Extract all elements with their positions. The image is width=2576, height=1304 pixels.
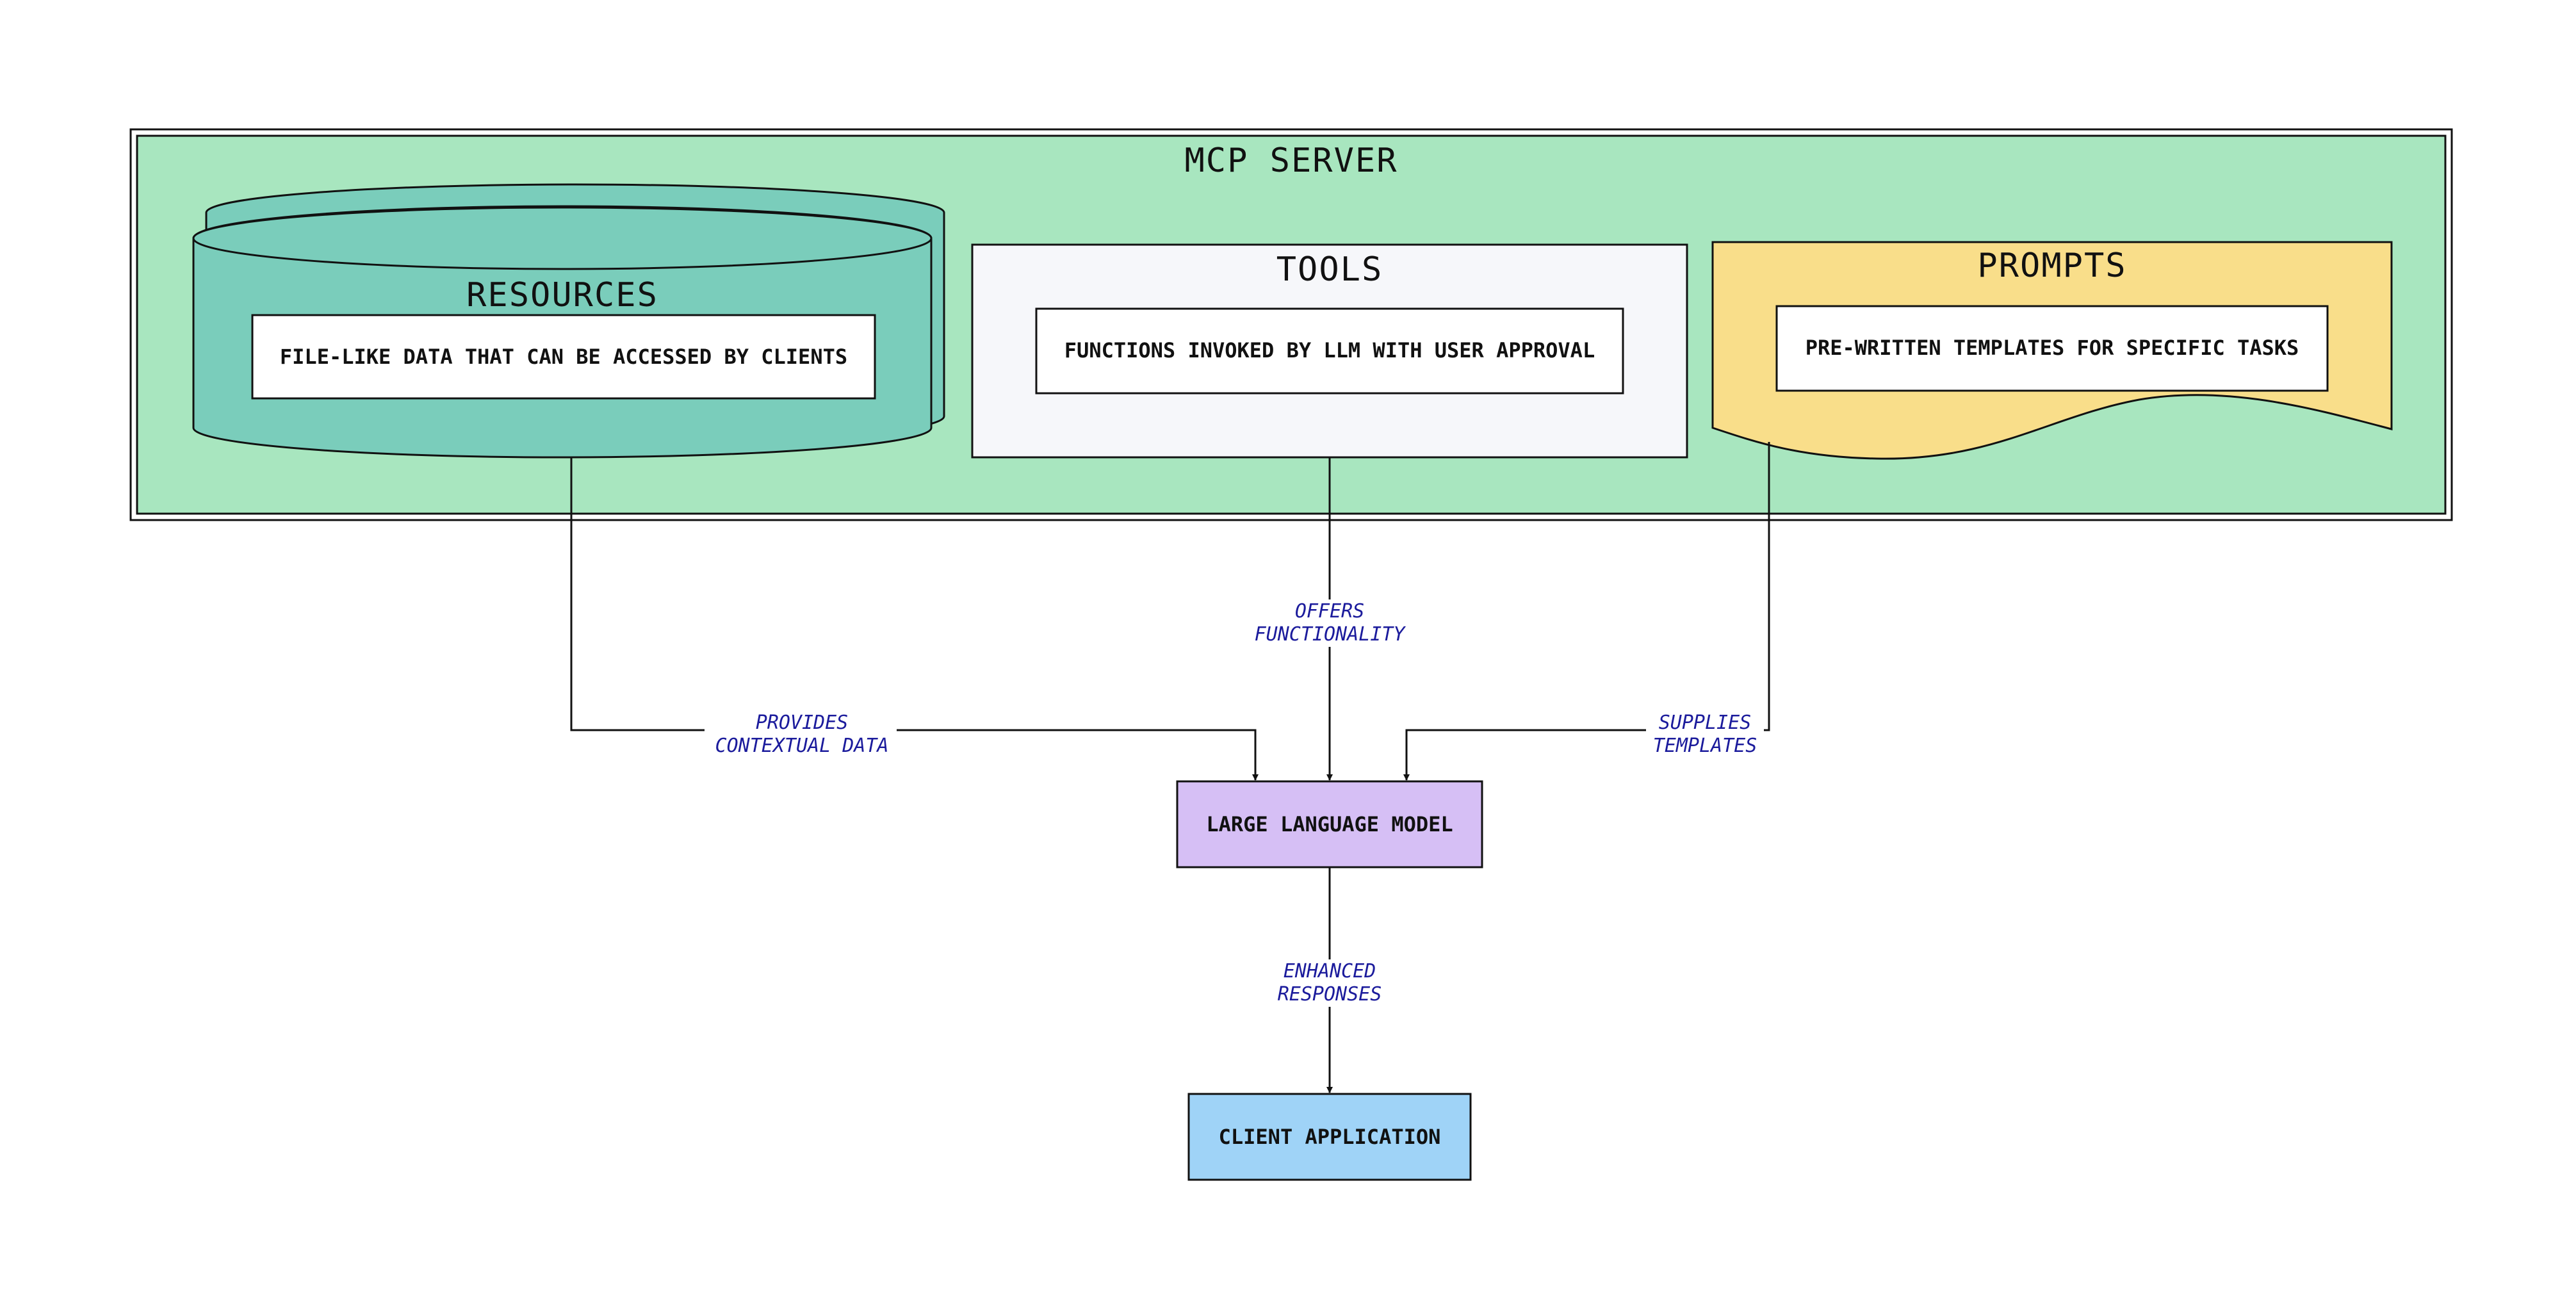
edge-label-bg-provides — [705, 711, 897, 758]
edge-label-enhanced-line2: RESPONSES — [1278, 983, 1382, 1006]
resources-title: RESOURCES — [466, 276, 658, 314]
edge-label-enhanced-line1: ENHANCED — [1284, 960, 1376, 982]
client-node: CLIENT APPLICATION — [1187, 1093, 1472, 1181]
resources-cylinder-top — [192, 206, 933, 270]
llm-node: LARGE LANGUAGE MODEL — [1176, 780, 1483, 868]
tools-description-box — [1035, 307, 1624, 395]
resources-description-box — [251, 314, 876, 400]
edge-label-bg-offers — [1244, 599, 1415, 647]
edge-label-offers-line1: OFFERS — [1295, 600, 1364, 623]
mcp-server-title: MCP SERVER — [1184, 142, 1398, 180]
prompts-description-box — [1775, 305, 2329, 392]
resources-node: RESOURCES FILE-LIKE DATA THAT CAN BE ACC… — [192, 183, 945, 459]
edge-label-bg-supplies — [1646, 711, 1764, 758]
edge-prompts-to-llm — [1403, 442, 1770, 781]
llm-box — [1176, 780, 1483, 868]
edge-label-provides-line2: CONTEXTUAL DATA — [715, 735, 889, 757]
resources-description: FILE-LIKE DATA THAT CAN BE ACCESSED BY C… — [280, 345, 847, 369]
tools-description: FUNCTIONS INVOKED BY LLM WITH USER APPRO… — [1064, 338, 1595, 363]
prompts-description: PRE-WRITTEN TEMPLATES FOR SPECIFIC TASKS — [1806, 336, 2299, 360]
tools-title: TOOLS — [1276, 250, 1383, 289]
edge-resources-to-llm — [570, 457, 1259, 781]
mcp-server-outer-border — [129, 128, 2453, 521]
edge-label-provides-line1: PROVIDES — [756, 712, 849, 734]
client-label: CLIENT APPLICATION — [1219, 1125, 1441, 1149]
prompts-title: PROMPTS — [1977, 247, 2126, 285]
prompts-node: PROMPTS PRE-WRITTEN TEMPLATES FOR SPECIF… — [1711, 241, 2393, 460]
tools-node: TOOLS FUNCTIONS INVOKED BY LLM WITH USER… — [971, 243, 1688, 459]
client-box — [1187, 1093, 1472, 1181]
llm-label: LARGE LANGUAGE MODEL — [1206, 812, 1453, 836]
edges — [570, 442, 1770, 1093]
edge-label-offers-line2: FUNCTIONALITY — [1255, 623, 1406, 646]
edge-label-supplies-line2: TEMPLATES — [1653, 735, 1757, 757]
edge-labels: PROVIDES CONTEXTUAL DATA OFFERS FUNCTION… — [705, 599, 1764, 1007]
edge-label-supplies-line1: SUPPLIES — [1659, 712, 1752, 734]
edge-label-bg-enhanced — [1272, 959, 1387, 1007]
